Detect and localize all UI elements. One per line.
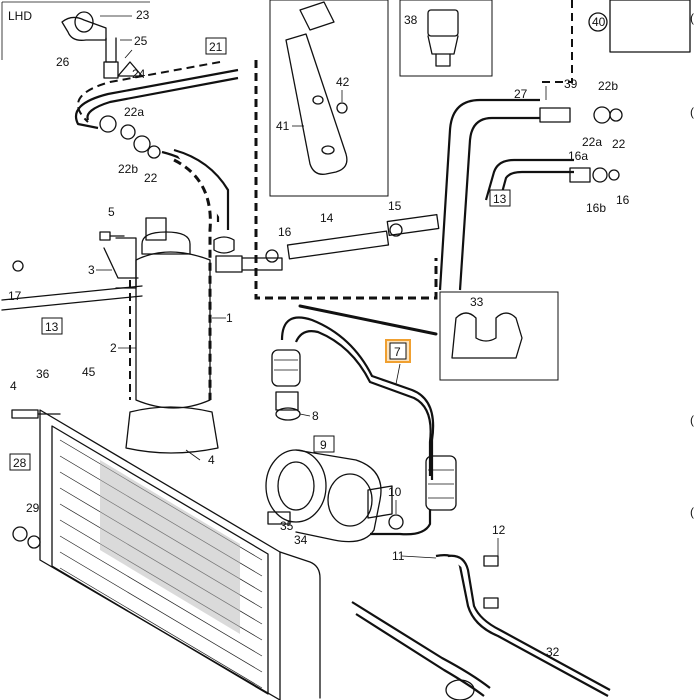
margin-marks: ( ( ( ( [690,11,694,519]
hose-21 [75,61,239,230]
label-4-right: 4 [208,453,215,467]
compressor [265,449,404,543]
part-labels: 23 25 26 24 21 22a 22b 22 5 3 17 13 1 2 … [8,8,630,659]
label-16a: 16a [568,149,588,163]
label-13-left: 13 [45,320,59,334]
label-14: 14 [320,211,334,225]
bracket-top [299,1,335,31]
pressure-switch-38 [427,9,459,37]
label-7: 7 [394,345,401,359]
label-3: 3 [88,263,95,277]
label-22b: 22b [118,162,138,176]
label-4-left: 4 [10,379,17,393]
bracket-41 [285,33,348,175]
label-13-right: 13 [493,192,507,206]
ref-40 [542,0,691,83]
label-22: 22 [144,171,158,185]
label-21: 21 [209,40,223,54]
label-36: 36 [36,367,50,381]
hoses-right [438,86,623,291]
small-parts-left [1,231,143,419]
label-22b-right: 22b [598,79,618,93]
label-32: 32 [546,645,560,659]
label-12: 12 [492,523,506,537]
label-33: 33 [470,295,484,309]
leader-lines [96,269,499,559]
label-16-mid: 16 [278,225,292,239]
routing-dashed-2 [254,60,438,300]
label-27: 27 [514,87,528,101]
label-26: 26 [56,55,70,69]
switch-inset [399,0,493,77]
svg-text:(: ( [690,505,694,519]
label-40: 40 [592,15,606,29]
label-8: 8 [312,409,319,423]
label-16b: 16b [586,201,606,215]
pipe-14 [215,213,440,273]
label-35: 35 [280,519,294,533]
label-23: 23 [136,8,150,22]
bracket-inset [269,0,389,197]
svg-text:(: ( [690,413,694,427]
label-2: 2 [110,341,117,355]
pipe-lower-right [351,554,611,700]
lhd-inset: LHD [1,1,150,79]
label-22a-right: 22a [582,135,602,149]
routing-dashed-1 [173,158,212,400]
label-16-right: 16 [616,193,630,207]
label-41: 41 [276,119,290,133]
label-25: 25 [134,34,148,48]
label-38: 38 [404,13,418,27]
label-1: 1 [226,311,233,325]
label-15: 15 [388,199,402,213]
clip-inset [298,291,559,381]
label-10: 10 [388,485,402,499]
svg-text:(: ( [690,11,694,25]
label-39: 39 [564,77,578,91]
lhd-tag: LHD [8,9,32,23]
bolt-42 [336,102,348,114]
label-9: 9 [320,438,327,452]
label-29: 29 [26,501,40,515]
condenser [12,409,321,700]
fitting-26 [61,16,107,41]
svg-text:(: ( [690,105,694,119]
label-34: 34 [294,533,308,547]
label-17: 17 [8,289,22,303]
label-28: 28 [13,456,27,470]
hose-7 [271,316,457,536]
receiver-drier [115,217,235,454]
label-5: 5 [108,205,115,219]
label-24: 24 [132,67,146,81]
label-22-right: 22 [612,137,626,151]
label-11: 11 [392,549,405,563]
label-42: 42 [336,75,350,89]
label-45: 45 [82,365,96,379]
label-22a: 22a [124,105,144,119]
